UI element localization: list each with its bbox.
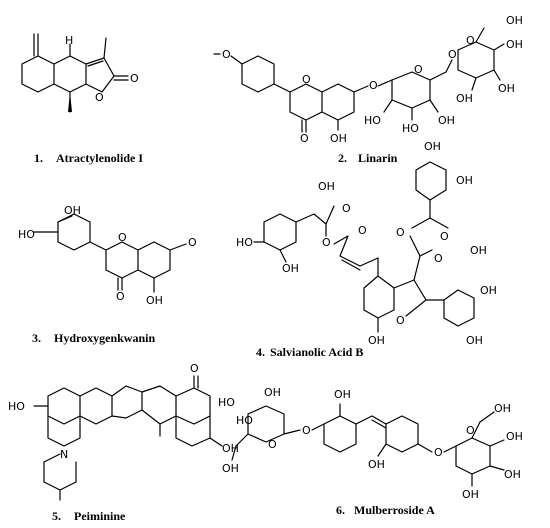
caption-number: 2.: [338, 151, 347, 165]
atom-oh: OH: [504, 468, 521, 481]
atom-o: O: [448, 48, 457, 61]
atom-o: O: [358, 224, 367, 237]
atom-o: O: [396, 226, 405, 239]
atom-ho: HO: [364, 114, 381, 127]
atom-o: O: [190, 362, 199, 375]
atom-oh: OH: [498, 82, 515, 95]
atom-ho: HO: [402, 122, 419, 135]
atom-o: O: [440, 230, 449, 243]
atom-o: O: [434, 446, 443, 459]
atom-oh: OH: [494, 402, 511, 415]
atom-o: O: [130, 72, 139, 85]
atom-o: O: [342, 202, 351, 215]
atom-oh: OH: [456, 174, 473, 187]
atom-oh: OH: [146, 294, 163, 307]
caption-name: Mulberroside A: [354, 503, 435, 517]
atom-oh: OH: [438, 114, 455, 127]
atom-o: O: [95, 91, 104, 104]
atom-ho: HO: [236, 414, 253, 427]
atom-ho: HO: [236, 236, 253, 249]
atom-o: O: [222, 48, 231, 61]
caption-name: Linarin: [358, 151, 398, 165]
structure-hydroxygenkwanin: OH HO O O O OH: [18, 204, 197, 307]
atom-o: O: [118, 231, 127, 244]
structure-peiminine: O HO N OH: [8, 362, 239, 501]
structure-linarin: O O OH O O O HO HO OH O O OH OH OH: [213, 14, 523, 145]
atom-oh: OH: [222, 462, 239, 475]
atom-o: O: [302, 424, 311, 437]
caption-number: 5.: [52, 509, 61, 523]
atom-oh: OH: [282, 262, 299, 275]
atom-o: O: [369, 79, 378, 92]
atom-o: O: [466, 34, 475, 47]
atom-oh: OH: [470, 244, 487, 257]
atom-o: O: [322, 236, 331, 249]
atom-oh: OH: [64, 204, 81, 217]
atom-ho: HO: [18, 228, 35, 241]
atom-oh: OH: [424, 140, 441, 153]
atom-oh: OH: [506, 430, 523, 443]
atom-oh: OH: [466, 334, 483, 347]
caption-name: Salvianolic Acid B: [270, 345, 363, 359]
atom-o: O: [268, 438, 277, 451]
caption-name: Atractylenolide I: [56, 151, 143, 165]
atom-ho: HO: [218, 396, 235, 409]
atom-oh: OH: [318, 180, 335, 193]
caption-number: 4.: [256, 345, 265, 359]
atom-o: O: [414, 63, 423, 76]
atom-oh: OH: [456, 92, 473, 105]
atom-ho: HO: [8, 400, 25, 413]
caption-name: Peiminine: [74, 509, 126, 523]
atom-oh: OH: [222, 442, 239, 455]
atom-oh: OH: [368, 458, 385, 471]
atom-o: O: [302, 73, 311, 86]
atom-o: O: [396, 314, 405, 327]
atom-n: N: [60, 448, 68, 461]
caption-number: 6.: [336, 503, 345, 517]
atom-h: H: [65, 34, 73, 47]
caption-number: 3.: [32, 331, 41, 345]
atom-o: O: [300, 132, 309, 145]
atom-oh: OH: [368, 334, 385, 347]
structure-mulberroside-a: HO OH HO O OH O OH OH O O OH OH OH OH: [218, 386, 523, 501]
structure-salvianolic-acid-b: HO OH OH O O O O OH OH OH O O: [236, 140, 497, 347]
atom-oh: OH: [334, 388, 351, 401]
atom-o: O: [466, 424, 475, 437]
structure-atractylenolide-i: H O O: [21, 33, 139, 113]
atom-o: O: [116, 290, 125, 303]
atom-o: O: [434, 252, 443, 265]
atom-o: O: [188, 236, 197, 249]
atom-oh: OH: [462, 488, 479, 501]
atom-oh: OH: [330, 132, 347, 145]
atom-oh: OH: [506, 14, 523, 27]
caption-name: Hydroxygenkwanin: [54, 331, 155, 345]
atom-oh: OH: [480, 284, 497, 297]
atom-oh: OH: [506, 38, 523, 51]
atom-oh: OH: [264, 386, 281, 399]
caption-number: 1.: [34, 151, 43, 165]
